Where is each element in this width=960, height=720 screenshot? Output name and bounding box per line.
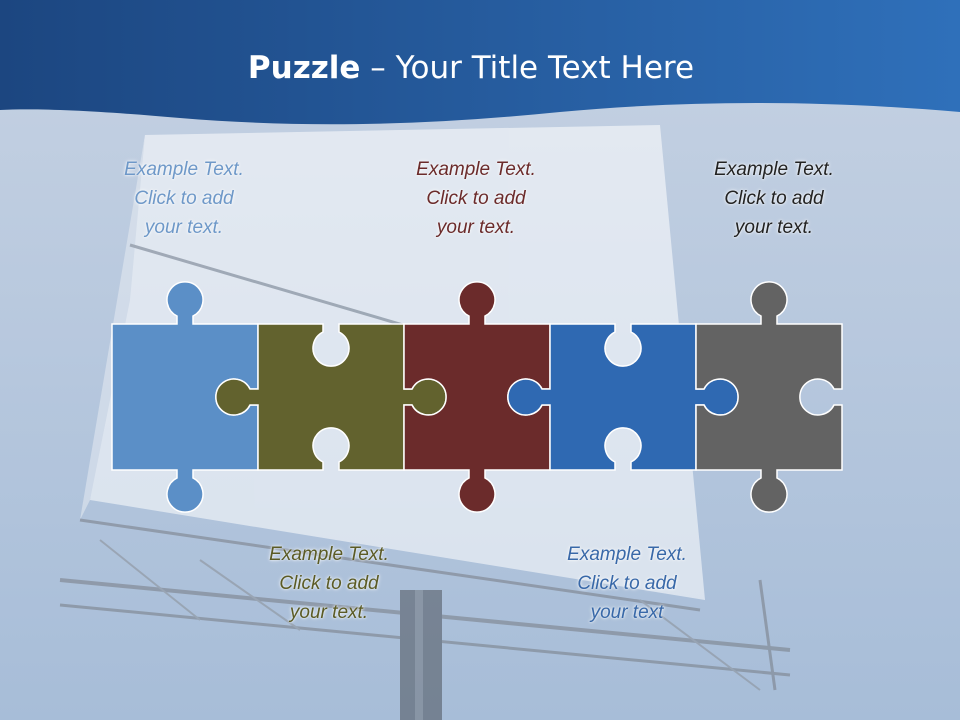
caption-line: your text. bbox=[436, 217, 516, 238]
title-rest: – Your Title Text Here bbox=[360, 50, 695, 86]
puzzle-piece-5[interactable] bbox=[695, 281, 843, 513]
caption-line: Example Text. bbox=[124, 159, 244, 180]
caption-line: your text. bbox=[734, 217, 814, 238]
caption-line: Click to add bbox=[577, 573, 677, 594]
caption-top-left[interactable]: Example Text. Click to add your text. bbox=[69, 155, 299, 242]
caption-bottom-right[interactable]: Example Text. Click to add your text bbox=[512, 540, 742, 627]
caption-line: Click to add bbox=[134, 188, 234, 209]
caption-line: your text. bbox=[144, 217, 224, 238]
caption-line: Click to add bbox=[724, 188, 824, 209]
caption-line: Example Text. bbox=[416, 159, 536, 180]
slide-title[interactable]: Puzzle – Your Title Text Here bbox=[0, 50, 942, 86]
caption-line: Example Text. bbox=[269, 544, 389, 565]
caption-bottom-left[interactable]: Example Text. Click to add your text. bbox=[214, 540, 444, 627]
caption-line: Click to add bbox=[426, 188, 526, 209]
header-band bbox=[0, 0, 960, 125]
caption-top-right[interactable]: Example Text. Click to add your text. bbox=[659, 155, 889, 242]
caption-top-center[interactable]: Example Text. Click to add your text. bbox=[361, 155, 591, 242]
caption-line: your text bbox=[590, 602, 664, 623]
title-bold: Puzzle bbox=[247, 50, 361, 86]
caption-line: your text. bbox=[289, 602, 369, 623]
caption-line: Example Text. bbox=[567, 544, 687, 565]
caption-line: Click to add bbox=[279, 573, 379, 594]
caption-line: Example Text. bbox=[714, 159, 834, 180]
